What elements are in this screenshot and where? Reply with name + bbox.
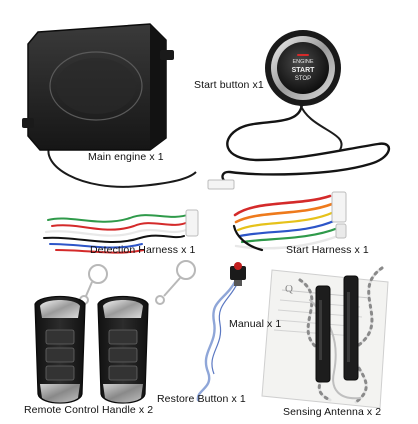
restore-button-wire (196, 278, 238, 402)
label-detection-harness: Detection Harness x 1 (90, 244, 196, 256)
detection-harness-plug (185, 209, 199, 237)
label-start-harness: Start Harness x 1 (286, 244, 369, 256)
antenna-body-1 (315, 285, 331, 383)
sensing-antenna (298, 266, 384, 404)
start-button-connector (207, 179, 235, 190)
label-remote-control: Remote Control Handle x 2 (24, 404, 154, 416)
mounting-tab-right (160, 50, 174, 60)
button-face-line2: START (292, 67, 316, 74)
fob-button-trunk-right (108, 365, 138, 381)
fob-button-unlock-right (108, 347, 138, 363)
label-start-button: Start button x1 (194, 79, 264, 91)
start-harness (232, 191, 347, 252)
fob-button-lock-left (45, 329, 75, 345)
main-engine-unit (22, 23, 197, 188)
fob-button-unlock-left (45, 347, 75, 363)
fob-keyring-right (155, 260, 196, 305)
fob-button-lock-right (108, 329, 138, 345)
start-button-unit: ENGINE START STOP (207, 30, 390, 190)
label-sensing-antenna: Sensing Antenna x 2 (283, 406, 382, 418)
start-button-led (297, 54, 309, 56)
mounting-tab-left (22, 118, 34, 128)
restore-button-body (230, 266, 246, 280)
antenna-body-2 (343, 275, 359, 381)
label-restore-button: Restore Button x 1 (157, 393, 246, 405)
start-button-face (277, 42, 329, 94)
main-engine-emblem (49, 51, 143, 121)
button-face-line3: STOP (295, 76, 311, 82)
button-face-line1: ENGINE (292, 59, 313, 65)
fob-button-trunk-left (45, 365, 75, 381)
main-engine-cable (47, 144, 197, 188)
main-engine-side (150, 24, 166, 150)
remote-fob-right (97, 260, 196, 404)
restore-button (196, 262, 246, 402)
start-harness-plug (331, 191, 347, 223)
fob-keyring-left (79, 264, 108, 305)
manual-cover-text: Q (285, 283, 293, 295)
label-main-engine: Main engine x 1 (88, 151, 164, 163)
remote-fob-left (34, 264, 108, 404)
restore-button-cap (234, 262, 242, 270)
start-button-cable (221, 103, 390, 183)
label-manual: Manual x 1 (229, 318, 282, 330)
detection-harness (43, 209, 199, 254)
